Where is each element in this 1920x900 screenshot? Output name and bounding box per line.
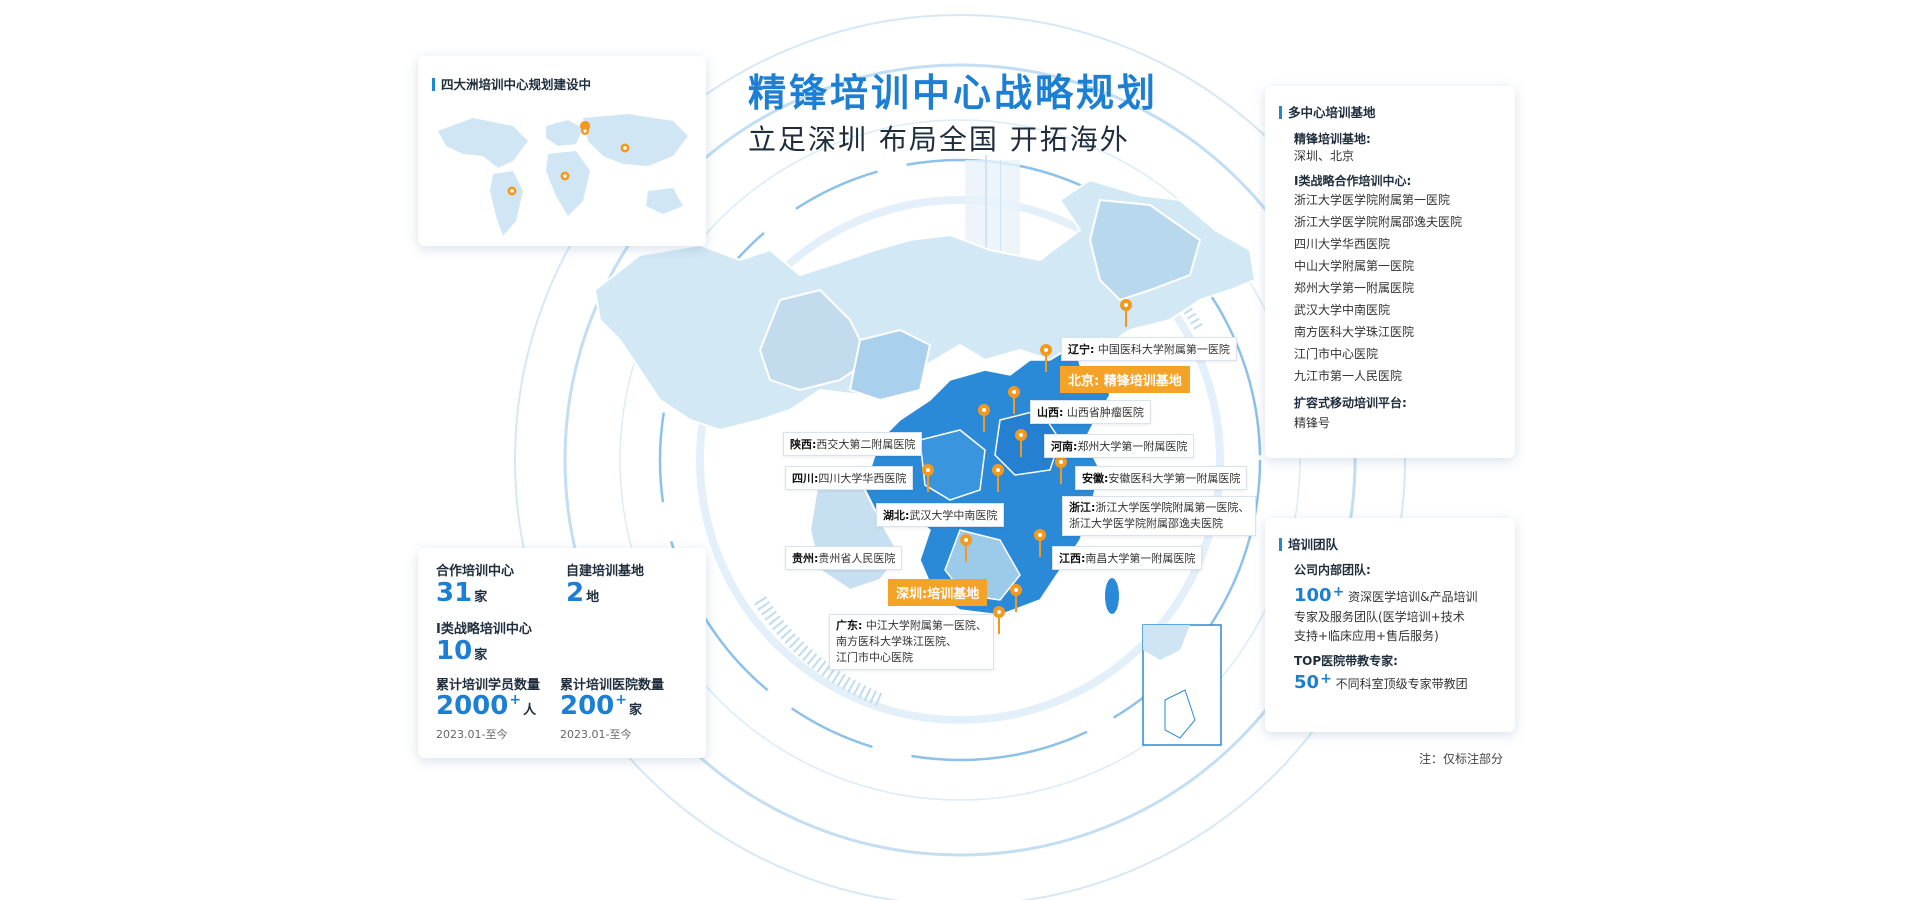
stat-date: 2023.01-至今 xyxy=(560,728,632,741)
stat-date: 2023.01-至今 xyxy=(436,728,508,741)
strategic-item: 四川大学华西医院 xyxy=(1294,237,1391,251)
strategic-item: 九江市第一人民医院 xyxy=(1294,369,1403,383)
label-shaanxi: 陕西:西交大第二附属医院 xyxy=(783,432,923,456)
world-map-card: 四大洲培训中心规划建设中 xyxy=(418,56,706,246)
base-heading: 精锋培训基地: xyxy=(1294,132,1371,146)
stat-value: 200+家 xyxy=(560,691,643,721)
strategic-item: 南方医科大学珠江医院 xyxy=(1294,325,1415,339)
page-subtitle: 立足深圳 布局全国 开拓海外 xyxy=(748,123,1130,156)
strategic-item: 中山大学附属第一医院 xyxy=(1294,259,1415,273)
mobile-heading: 扩容式移动培训平台: xyxy=(1294,396,1407,410)
label-guizhou: 贵州:贵州省人民医院 xyxy=(785,546,903,570)
internal-line3: 支持+临床应用+售后服务) xyxy=(1294,629,1439,643)
strategic-heading: I类战略合作培训中心: xyxy=(1294,174,1412,188)
multi-center-card: 多中心培训基地 精锋培训基地: 深圳、北京 I类战略合作培训中心: 浙江大学医学… xyxy=(1265,86,1515,458)
stat-value: 2000+人 xyxy=(436,691,537,721)
label-anhui: 安徽:安徽医科大学第一附属医院 xyxy=(1075,466,1248,490)
label-zhejiang: 浙江:浙江大学医学院附属第一医院、浙江大学医学院附属邵逸夫医院 xyxy=(1062,496,1257,536)
stat-label: 累计培训医院数量 xyxy=(560,678,665,693)
label-sichuan: 四川:四川大学华西医院 xyxy=(785,466,914,490)
internal-line1: 100+ 资深医学培训&产品培训 xyxy=(1294,584,1478,606)
mobile-value: 精锋号 xyxy=(1294,416,1331,430)
footnote: 注：仅标注部分 xyxy=(1419,752,1504,766)
strategic-item: 浙江大学医学院附属第一医院 xyxy=(1294,193,1451,207)
multi-card-title: 多中心培训基地 xyxy=(1288,105,1376,120)
world-map xyxy=(438,114,688,236)
world-card-title: 四大洲培训中心规划建设中 xyxy=(441,77,592,92)
base-value: 深圳、北京 xyxy=(1294,149,1355,163)
label-beijing: 北京: 精锋培训基地 xyxy=(1060,366,1190,393)
top-line: 50+ 不同科室顶级专家带教团 xyxy=(1294,671,1468,693)
label-shenzhen: 深圳:培训基地 xyxy=(888,579,988,606)
strategic-item: 江门市中心医院 xyxy=(1294,347,1379,361)
label-shanxi: 山西: 山西省肿瘤医院 xyxy=(1030,400,1151,424)
label-henan: 河南:郑州大学第一附属医院 xyxy=(1044,434,1195,458)
stat-label: 累计培训学员数量 xyxy=(436,678,541,693)
stat-label: 合作培训中心 xyxy=(436,564,515,579)
label-guangdong: 广东: 中江大学附属第一医院、南方医科大学珠江医院、江门市中心医院 xyxy=(829,614,994,670)
label-hubei: 湖北:武汉大学中南医院 xyxy=(876,503,1005,527)
label-liaoning: 辽宁: 中国医科大学附属第一医院 xyxy=(1061,337,1237,361)
team-card: 培训团队 公司内部团队: 100+ 资深医学培训&产品培训 专家及服务团队(医学… xyxy=(1265,518,1515,732)
internal-heading: 公司内部团队: xyxy=(1294,563,1371,577)
strategic-item: 武汉大学中南医院 xyxy=(1294,303,1391,317)
south-china-sea-inset xyxy=(1142,624,1222,746)
team-card-title: 培训团队 xyxy=(1288,537,1339,552)
top-heading: TOP医院带教专家: xyxy=(1294,654,1398,668)
world-pins xyxy=(507,121,630,196)
internal-line2: 专家及服务团队(医学培训+技术 xyxy=(1294,610,1465,624)
stat-label: I类战略培训中心 xyxy=(436,622,532,637)
label-jiangxi: 江西:南昌大学第一附属医院 xyxy=(1052,546,1203,570)
strategic-item: 浙江大学医学院附属邵逸夫医院 xyxy=(1294,215,1463,229)
strategic-item: 郑州大学第一附属医院 xyxy=(1294,281,1415,295)
stat-label: 自建培训基地 xyxy=(566,564,645,579)
page-title: 精锋培训中心战略规划 xyxy=(748,71,1159,115)
